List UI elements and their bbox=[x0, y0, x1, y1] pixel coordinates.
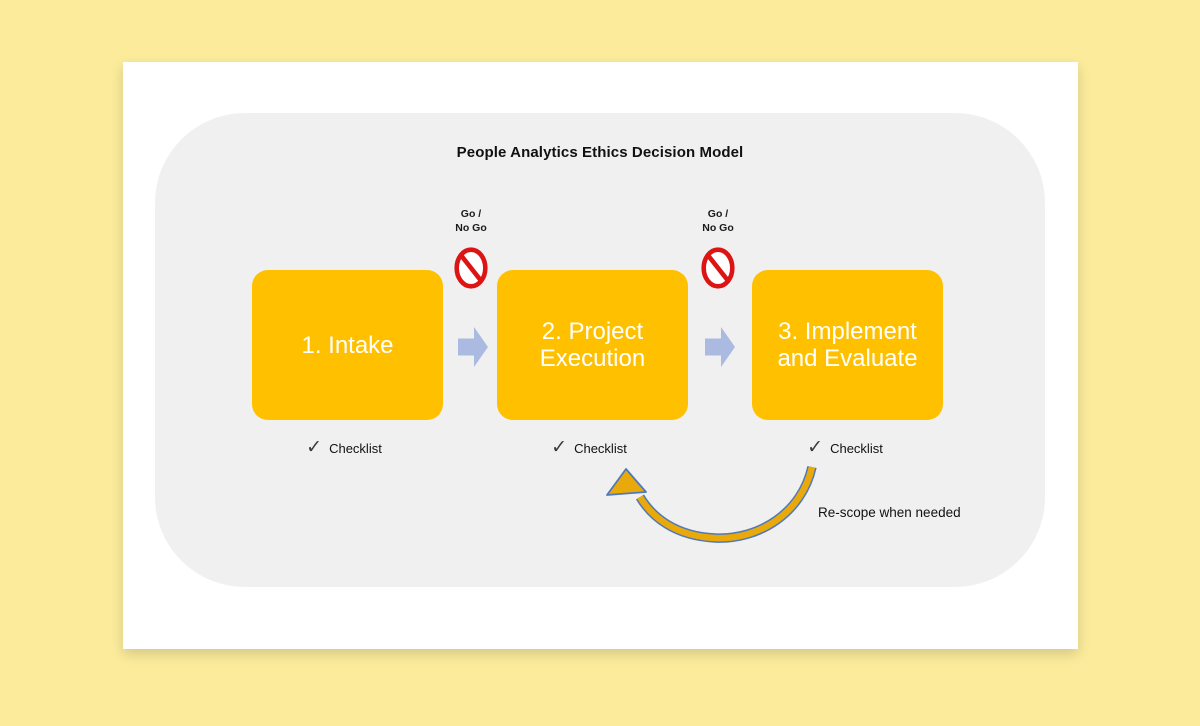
stage-label: 3. Implement and Evaluate bbox=[777, 318, 918, 372]
check-icon: ✓ bbox=[551, 436, 568, 458]
checklist-row: ✓ Checklist bbox=[306, 437, 382, 459]
check-icon: ✓ bbox=[306, 436, 323, 458]
no-entry-icon bbox=[701, 247, 735, 289]
loop-arrow-icon bbox=[606, 465, 817, 543]
diagram-panel: People Analytics Ethics Decision Model G… bbox=[155, 113, 1045, 587]
checklist-label: Checklist bbox=[830, 440, 883, 456]
stage-box-intake: 1. Intake bbox=[252, 270, 443, 420]
gate-label-2-line2: No Go bbox=[702, 222, 734, 234]
diagram-title: People Analytics Ethics Decision Model bbox=[456, 144, 744, 161]
checklist-row: ✓ Checklist bbox=[807, 437, 883, 459]
checklist-label: Checklist bbox=[574, 440, 627, 456]
loop-label: Re-scope when needed bbox=[818, 505, 961, 520]
gate-label-1-line2: No Go bbox=[455, 222, 487, 234]
gate-label-2-line1: Go / bbox=[707, 208, 729, 220]
stage-box-project-execution: 2. Project Execution bbox=[497, 270, 688, 420]
stage-label: 1. Intake bbox=[301, 331, 394, 359]
stage-box-implement-evaluate: 3. Implement and Evaluate bbox=[752, 270, 943, 420]
no-entry-icon bbox=[454, 247, 488, 289]
flow-arrow-icon bbox=[705, 327, 735, 367]
gate-label-2: Go / No Go bbox=[702, 207, 734, 235]
flow-arrow-icon bbox=[458, 327, 488, 367]
checklist-label: Checklist bbox=[329, 440, 382, 456]
check-icon: ✓ bbox=[807, 436, 824, 458]
gate-label-1: Go / No Go bbox=[455, 207, 487, 235]
gate-label-1-line1: Go / bbox=[460, 208, 482, 220]
checklist-row: ✓ Checklist bbox=[551, 437, 627, 459]
stage-label: 2. Project Execution bbox=[539, 318, 646, 372]
